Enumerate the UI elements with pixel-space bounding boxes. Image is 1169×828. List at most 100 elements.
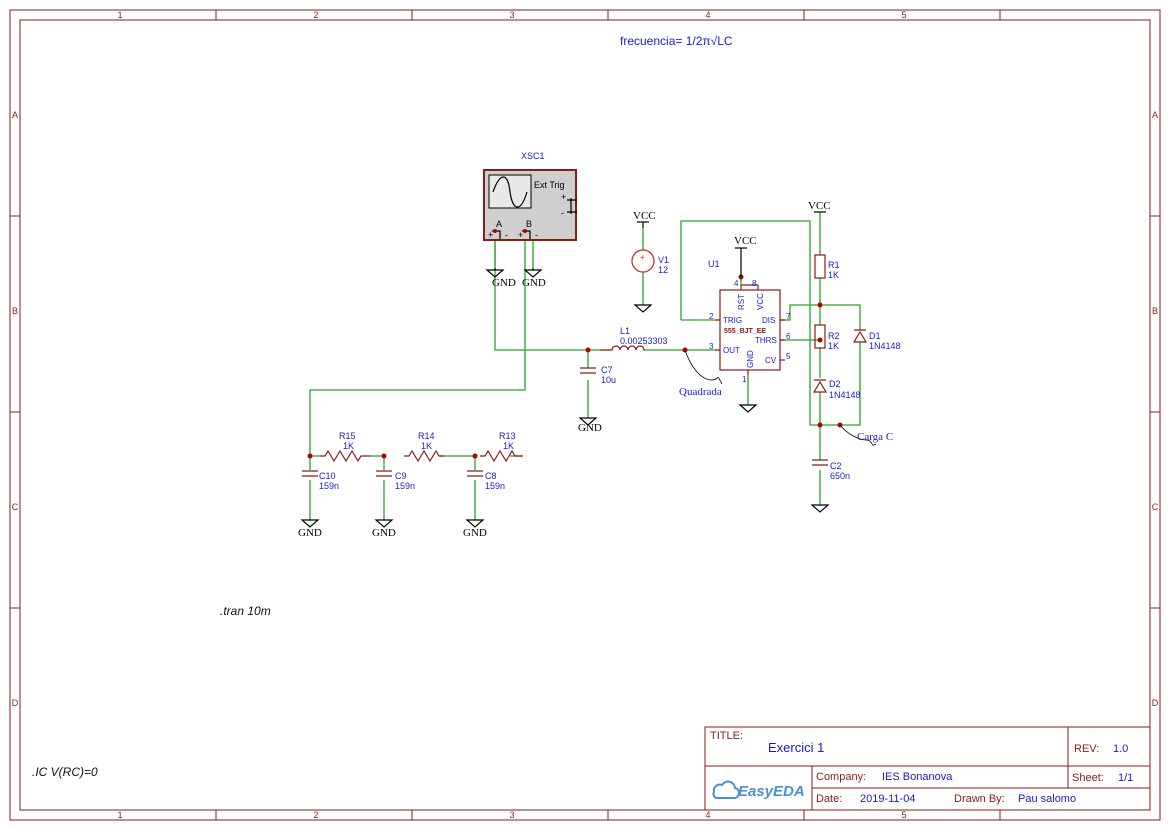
scope-b-minus: -: [535, 230, 538, 240]
svg-text:GND: GND: [372, 527, 396, 539]
svg-text:R13: R13: [499, 431, 516, 441]
scope-ref: XSC1: [521, 151, 545, 161]
company-label: Company:: [816, 771, 866, 783]
svg-text:GND: GND: [578, 422, 602, 434]
svg-text:10u: 10u: [601, 375, 616, 385]
row-label-left-d: D: [12, 698, 19, 708]
gnd-scope-a: GND: [485, 268, 516, 289]
svg-text:GND: GND: [463, 527, 487, 539]
svg-text:1K: 1K: [343, 441, 354, 451]
row-label-right-c: C: [1152, 502, 1159, 512]
svg-text:C10: C10: [319, 471, 336, 481]
svg-text:8: 8: [752, 279, 757, 288]
svg-text:THRS: THRS: [755, 336, 777, 345]
scope-trig-minus: -: [561, 208, 564, 218]
svg-text:7: 7: [786, 312, 791, 321]
column-ticks: [215, 10, 1001, 820]
timer-u1[interactable]: U1 4 8 2 3 7 6 5 1 TRIG OUT DIS THRS CV …: [708, 259, 791, 384]
gnd-u1: [738, 404, 758, 413]
scope-screen: [488, 174, 532, 209]
row-label-right-d: D: [1152, 698, 1159, 708]
capacitor-c10[interactable]: C10 159n: [302, 470, 339, 491]
gnd-c2: [810, 504, 830, 513]
svg-text:1K: 1K: [503, 441, 514, 451]
drawn-value: Pau salomo: [1018, 793, 1076, 805]
timer-body: [719, 289, 781, 371]
svg-text:DIS: DIS: [762, 316, 775, 325]
col-label-bottom-5: 5: [901, 810, 906, 820]
svg-text:1K: 1K: [421, 441, 432, 451]
sheet-value: 1/1: [1118, 772, 1133, 784]
voltage-source-v1[interactable]: + V1 12: [631, 249, 669, 275]
resistor-r2[interactable]: R2 1K: [814, 324, 840, 351]
frequency-formula: frecuencia= 1/2π√LC: [620, 34, 733, 48]
source-plus: +: [640, 253, 645, 262]
capacitor-c7[interactable]: C7 10u: [580, 365, 616, 385]
resistor-r1[interactable]: R1 1K: [814, 254, 840, 280]
timer-ref: U1: [708, 259, 720, 269]
date-value: 2019-11-04: [860, 793, 915, 805]
title-value: Exercici 1: [768, 740, 824, 755]
svg-text:VCC: VCC: [734, 235, 757, 247]
svg-text:R2: R2: [828, 331, 840, 341]
capacitor-c9[interactable]: C9 159n: [376, 470, 415, 491]
title-label: TITLE:: [710, 730, 743, 742]
source-value: 12: [658, 265, 668, 275]
svg-text:1N4148: 1N4148: [869, 341, 901, 351]
col-label-top-1: 1: [117, 10, 122, 20]
svg-text:VCC: VCC: [808, 200, 831, 212]
resistor-r15[interactable]: R15 1K: [320, 431, 370, 463]
cloud-icon: [712, 780, 741, 800]
svg-text:2: 2: [709, 312, 714, 321]
scope-a-minus: -: [505, 230, 508, 240]
inductor-value: 0.00253303: [620, 336, 668, 346]
row-label-left-c: C: [12, 502, 19, 512]
net-label-quadrada[interactable]: Quadrada: [679, 349, 723, 398]
resistor-r13[interactable]: R13 1K: [480, 431, 523, 463]
col-label-top-3: 3: [509, 10, 514, 20]
vcc-v1: VCC: [633, 210, 656, 228]
row-label-right-b: B: [1152, 306, 1158, 316]
svg-text:GND: GND: [298, 527, 322, 539]
svg-text:D2: D2: [829, 379, 841, 389]
company-value: IES Bonanova: [882, 771, 953, 783]
col-label-bottom-1: 1: [117, 810, 122, 820]
sheet-frame: 1 2 3 4 5 1 2 3 4 5 A B C D A B C D: [9, 9, 1161, 821]
svg-text:650n: 650n: [830, 471, 850, 481]
svg-text:VCC: VCC: [756, 293, 765, 310]
vcc-symbols: VCC VCC VCC: [633, 200, 831, 277]
vcc-u1: VCC: [734, 235, 757, 277]
date-label: Date:: [816, 793, 842, 805]
diode-d1[interactable]: D1 1N4148: [852, 329, 901, 351]
easyeda-logo: EasyEDA: [712, 780, 805, 800]
svg-text:5: 5: [786, 352, 791, 361]
diode-d2[interactable]: D2 1N4148: [812, 379, 861, 400]
scope-a-plus: +: [488, 230, 493, 240]
svg-text:Quadrada: Quadrada: [679, 386, 722, 398]
capacitor-c2[interactable]: C2 650n: [812, 459, 850, 481]
sine-wave-icon: [492, 176, 528, 208]
col-label-top-5: 5: [901, 10, 906, 20]
svg-text:4: 4: [734, 279, 739, 288]
drawn-label: Drawn By:: [954, 793, 1005, 805]
svg-text:1N4148: 1N4148: [829, 390, 861, 400]
capacitor-c8[interactable]: C8 159n: [467, 470, 505, 491]
resistor-r14[interactable]: R14 1K: [404, 431, 444, 463]
vcc-r1: VCC: [808, 200, 831, 213]
gnd-symbols: GND GND GND GND GND GND: [298, 268, 830, 539]
scope-ext-trig: Ext Trig: [534, 180, 565, 190]
scope-channel-b: B: [526, 219, 532, 229]
inductor-l1[interactable]: L1 0.00253303: [600, 326, 668, 351]
title-block: TITLE: Exercici 1 REV: 1.0 Company: IES …: [704, 726, 1151, 811]
scope-b-plus: +: [518, 230, 523, 240]
ic-directive: .IC V(RC)=0: [32, 765, 98, 779]
col-label-top-4: 4: [705, 10, 710, 20]
net-label-carga[interactable]: Carga C: [839, 424, 893, 446]
tran-directive: .tran 10m: [220, 604, 271, 618]
scope-channel-a: A: [496, 219, 502, 229]
row-label-left-b: B: [12, 306, 18, 316]
svg-text:GND: GND: [522, 277, 546, 289]
oscilloscope-xsc1[interactable]: XSC1 Ext Trig + - A B + - + -: [483, 151, 577, 241]
svg-text:GND: GND: [746, 350, 755, 368]
